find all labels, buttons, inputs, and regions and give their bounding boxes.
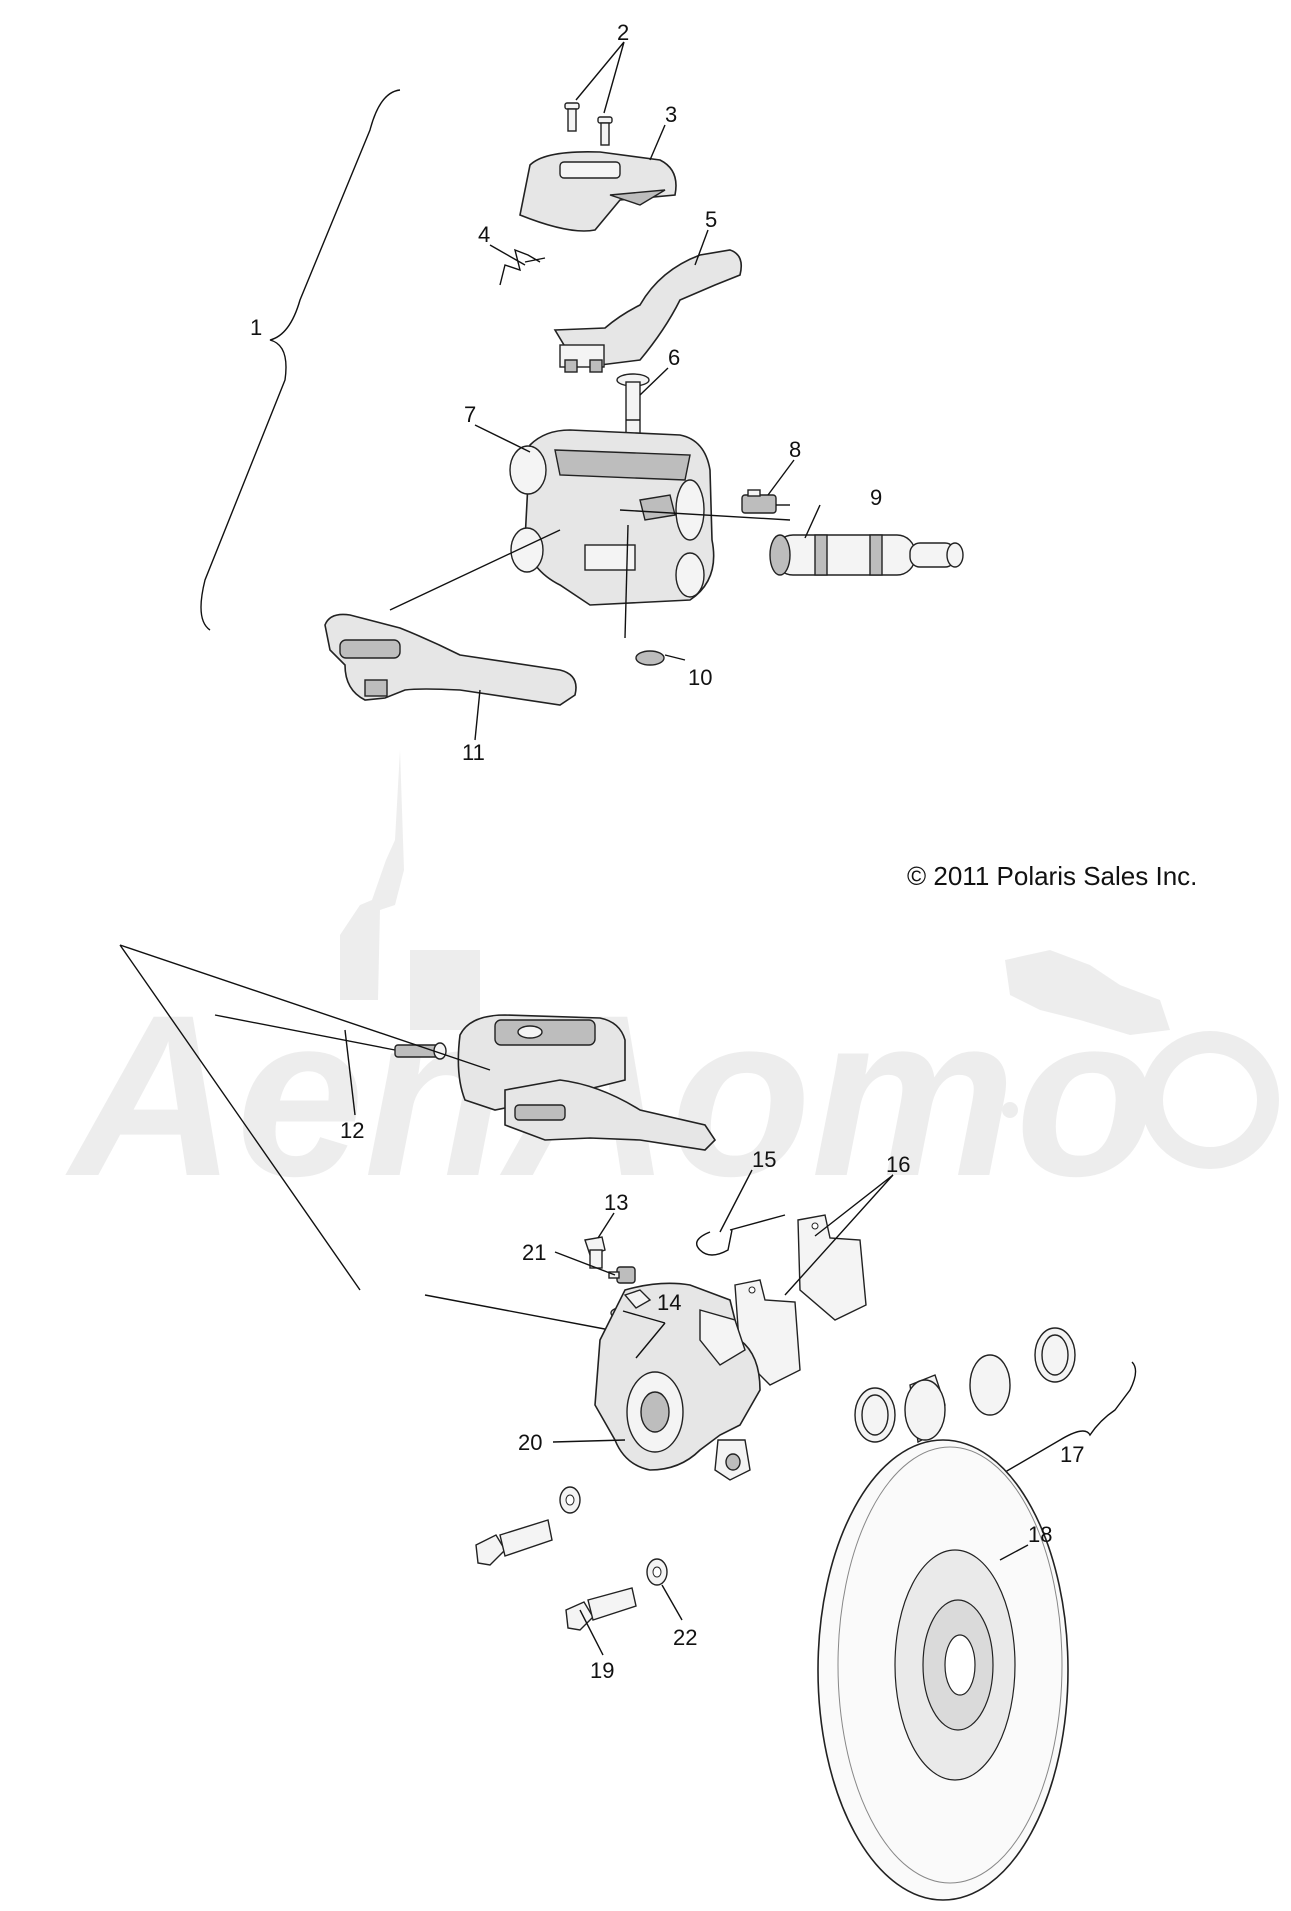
callout-6: 6: [668, 345, 680, 370]
callout-15: 15: [752, 1147, 776, 1172]
assembled-control-icon: [457, 1014, 717, 1151]
callout-10: 10: [688, 665, 712, 690]
callout-8: 8: [789, 437, 801, 462]
clamp-cover-icon: [519, 150, 677, 232]
piston-kit-icon: [854, 1327, 1076, 1444]
callout-19: 19: [590, 1658, 614, 1683]
callout-4: 4: [478, 222, 490, 247]
callout-2: 2: [617, 20, 629, 45]
callout-5: 5: [705, 207, 717, 232]
bleeder-valve-icon: [608, 1266, 636, 1284]
washer-icon: [559, 1486, 668, 1586]
callout-1: 1: [250, 315, 262, 340]
piston-icon: [769, 534, 964, 576]
callout-21: 21: [522, 1240, 546, 1265]
screw-icon: [564, 102, 613, 146]
callout-18: 18: [1028, 1522, 1052, 1547]
callout-3: 3: [665, 102, 677, 127]
bolt-icon: [475, 1519, 637, 1631]
pad-clip-icon: [696, 1214, 786, 1256]
callout-16: 16: [886, 1152, 910, 1177]
brake-line: [424, 1294, 611, 1331]
bleeder-bolt-icon: [584, 1236, 606, 1269]
brake-lever-icon: [324, 613, 577, 706]
callout-22: 22: [673, 1625, 697, 1650]
callout-20: 20: [518, 1430, 542, 1455]
callout-13: 13: [604, 1190, 628, 1215]
callout-labels: 1 2 3 4 5 6 7 8 9 10 11 © 2011 Polaris S…: [250, 20, 1197, 1683]
callout-9: 9: [870, 485, 882, 510]
callout-7: 7: [464, 402, 476, 427]
callout-17: 17: [1060, 1442, 1084, 1467]
clip-icon: [635, 650, 665, 666]
assembly-brace: [200, 89, 401, 631]
master-cylinder-icon: [509, 429, 715, 606]
callout-11: 11: [462, 740, 485, 765]
copyright-text: © 2011 Polaris Sales Inc.: [907, 861, 1197, 891]
brake-disc-icon: [817, 1439, 1069, 1901]
switch-icon: [741, 489, 790, 514]
callout-12: 12: [340, 1118, 364, 1143]
leader-lines: [344, 41, 1029, 1656]
caliper-icon: [594, 1282, 761, 1481]
lever-icon: [553, 249, 743, 373]
callout-14: 14: [657, 1290, 681, 1315]
